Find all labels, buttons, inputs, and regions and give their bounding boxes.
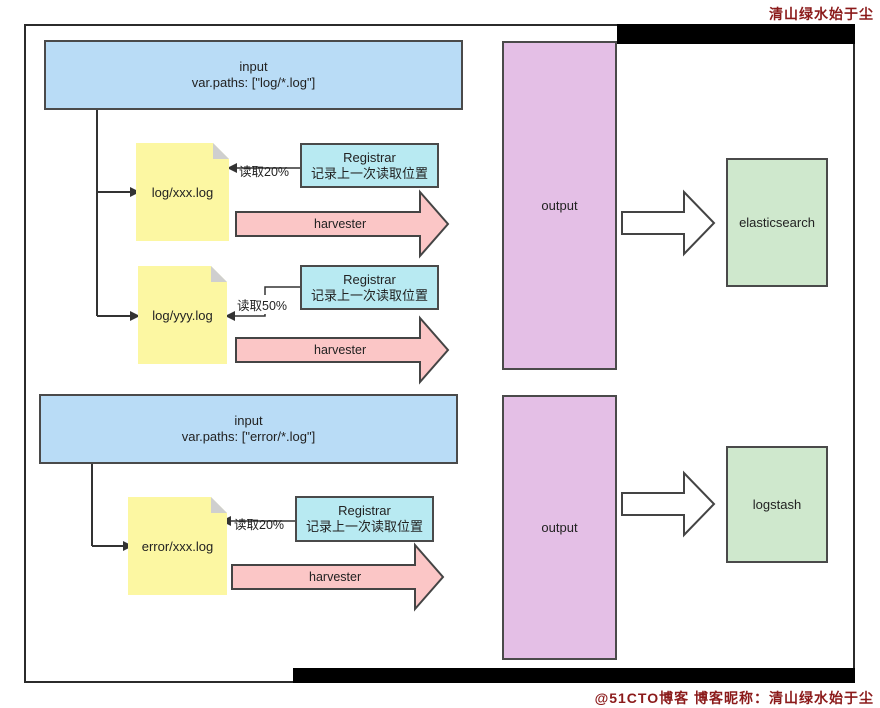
registrar-box-2: Registrar 记录上一次读取位置: [300, 265, 439, 310]
registrar-box-1: Registrar 记录上一次读取位置: [300, 143, 439, 188]
file-error-xxx: error/xxx.log: [128, 497, 227, 595]
read-progress-label-3: 读取20%: [234, 518, 285, 532]
file-name: log/xxx.log: [151, 184, 214, 200]
top-bar: [617, 24, 855, 44]
bottom-bar: [293, 668, 855, 683]
input-paths: var.paths: ["log/*.log"]: [191, 75, 316, 90]
harvester-arrow-1: [235, 189, 450, 259]
output-box-1: output: [502, 41, 617, 370]
file-log-xxx: log/xxx.log: [136, 143, 229, 241]
input-box-log: input var.paths: ["log/*.log"]: [44, 40, 463, 110]
harvester-label-1: harvester: [314, 217, 367, 231]
registrar-desc: 记录上一次读取位置: [310, 287, 428, 303]
input-box-error: input var.paths: ["error/*.log"]: [39, 394, 458, 464]
harvester-arrow-3: [231, 542, 445, 612]
harvester-arrow-2: [235, 315, 450, 385]
input-title: input: [234, 413, 263, 428]
output-to-logstash-arrow: [621, 470, 716, 538]
destination-label: logstash: [752, 497, 802, 512]
harvester-label-2: harvester: [314, 343, 367, 357]
registrar-title: Registrar: [343, 149, 396, 165]
output-box-2: output: [502, 395, 617, 660]
file-log-yyy: log/yyy.log: [138, 266, 227, 364]
destination-label: elasticsearch: [739, 215, 815, 230]
watermark-bottom: @51CTO博客 博客昵称：清山绿水始于尘: [594, 690, 874, 706]
registrar-box-3: Registrar 记录上一次读取位置: [295, 496, 434, 542]
output-label: output: [541, 198, 578, 213]
registrar-desc: 记录上一次读取位置: [310, 165, 428, 181]
read-progress-label-1: 读取20%: [239, 165, 290, 179]
read-progress-label-2: 读取50%: [237, 295, 288, 314]
registrar-title: Registrar: [338, 503, 391, 518]
watermark-top: 清山绿水始于尘: [769, 6, 874, 22]
file-name: error/xxx.log: [141, 538, 214, 554]
output-to-elasticsearch-arrow: [621, 189, 716, 257]
registrar-title: Registrar: [343, 271, 396, 287]
input-paths: var.paths: ["error/*.log"]: [181, 429, 316, 444]
registrar-desc: 记录上一次读取位置: [305, 519, 423, 534]
logstash-box: logstash: [726, 446, 828, 563]
elasticsearch-box: elasticsearch: [726, 158, 828, 287]
output-label: output: [541, 520, 578, 535]
harvester-label-3: harvester: [309, 570, 362, 584]
file-name: log/yyy.log: [152, 307, 213, 323]
input-title: input: [239, 59, 268, 74]
